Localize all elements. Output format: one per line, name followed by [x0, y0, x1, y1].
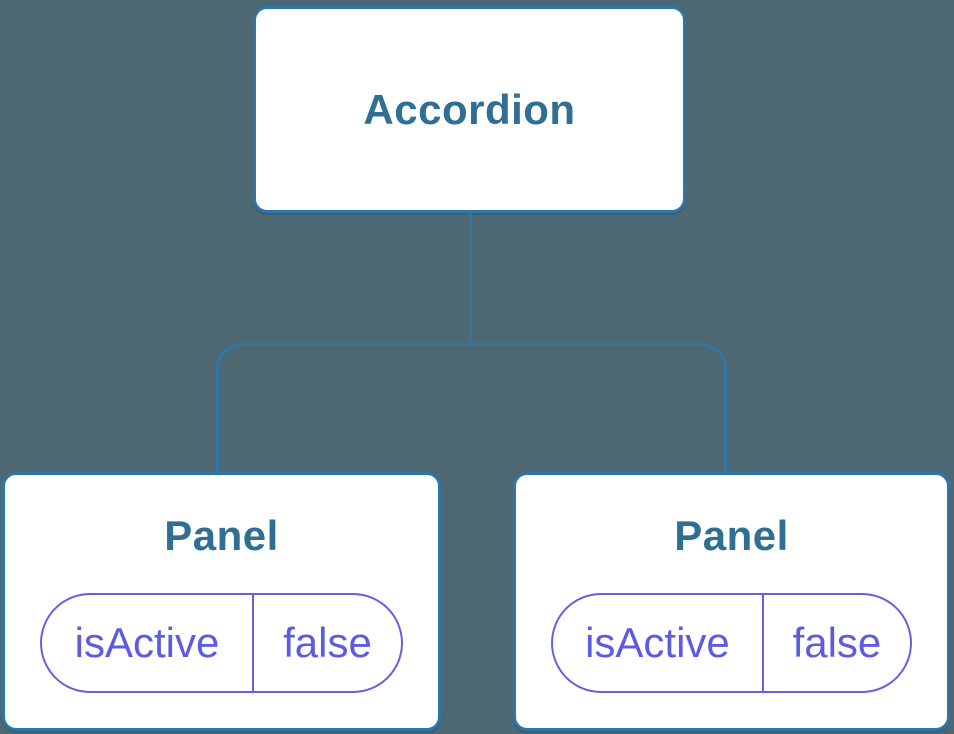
- tree-connector-stem: [469, 211, 472, 346]
- state-value: false: [792, 619, 882, 666]
- panel-node-label: Panel: [674, 512, 789, 559]
- tree-connector-bracket: [216, 343, 727, 472]
- panel-node-label: Panel: [164, 512, 279, 559]
- state-name: isActive: [585, 619, 730, 666]
- panel-node-right: Panel isActive false: [513, 472, 950, 731]
- pill-divider: [761, 595, 764, 691]
- panel-node-left: Panel isActive false: [2, 472, 441, 731]
- state-pill: isActive false: [551, 593, 912, 693]
- pill-divider: [252, 595, 254, 691]
- state-pill: isActive false: [40, 593, 403, 693]
- state-name: isActive: [74, 619, 220, 666]
- accordion-node-label: Accordion: [363, 85, 576, 133]
- state-value: false: [283, 619, 372, 666]
- accordion-node: Accordion: [253, 6, 686, 213]
